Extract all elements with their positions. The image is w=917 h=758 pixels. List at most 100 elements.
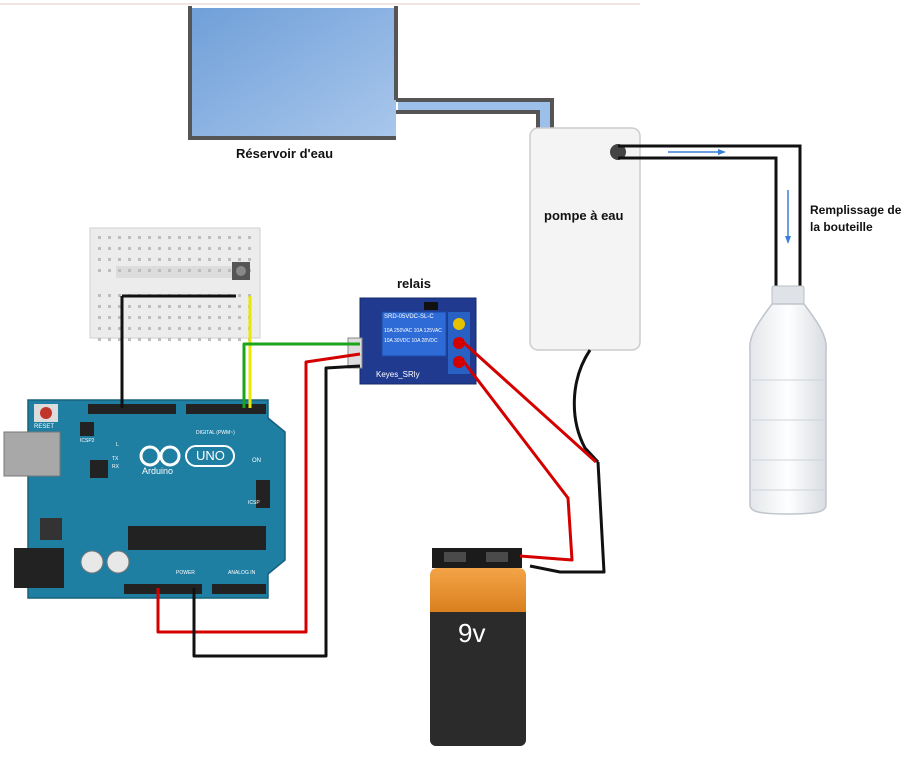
relay-coil — [381, 311, 447, 357]
relay-terminal-3 — [453, 356, 465, 368]
breadboard-hole — [118, 338, 121, 341]
breadboard-hole — [128, 236, 131, 239]
breadboard-hole — [168, 236, 171, 239]
relay-terminal-1 — [453, 318, 465, 330]
breadboard-hole — [98, 247, 101, 250]
breadboard-hole — [248, 236, 251, 239]
breadboard-hole — [118, 236, 121, 239]
relay-rating-2: 10A 30VDC 10A 28VDC — [384, 338, 438, 344]
breadboard-hole — [138, 269, 141, 272]
wire-red-relay-battery — [462, 361, 574, 562]
breadboard-hole — [108, 258, 111, 261]
l-label: L — [116, 442, 119, 448]
breadboard-hole — [208, 258, 211, 261]
breadboard-hole — [108, 247, 111, 250]
flow-arrows — [668, 149, 791, 244]
wire-green-relay — [242, 342, 360, 408]
breadboard-hole — [238, 294, 241, 297]
arduino-brand: Arduino — [142, 466, 174, 476]
breadboard-hole — [228, 258, 231, 261]
arduino-uno-board — [3, 399, 286, 599]
breadboard-hole — [188, 338, 191, 341]
wire-red-5v — [156, 352, 361, 634]
breadboard-hole — [108, 316, 111, 319]
filling-label-line-1: Remplissage de — [810, 203, 902, 217]
breadboard-hole — [118, 247, 121, 250]
breadboard-hole — [148, 258, 151, 261]
breadboard-hole — [168, 269, 171, 272]
breadboard-hole — [178, 305, 181, 308]
breadboard-hole — [228, 316, 231, 319]
breadboard-hole — [128, 338, 131, 341]
usb-port — [3, 431, 61, 477]
power-header — [124, 584, 202, 594]
breadboard-hole — [158, 258, 161, 261]
breadboard-hole — [138, 338, 141, 341]
on-label: ON — [252, 458, 261, 464]
breadboard-hole — [218, 338, 221, 341]
breadboard-hole — [178, 338, 181, 341]
breadboard-hole — [108, 294, 111, 297]
breadboard-hole — [208, 338, 211, 341]
breadboard-hole — [198, 258, 201, 261]
battery-voltage: 9v — [458, 618, 486, 648]
breadboard-hole — [238, 236, 241, 239]
breadboard-hole — [188, 258, 191, 261]
power-jack — [14, 548, 64, 588]
rx-label: RX — [112, 464, 119, 470]
breadboard-hole — [238, 316, 241, 319]
breadboard-hole — [218, 327, 221, 330]
breadboard-hole — [158, 327, 161, 330]
breadboard-hole — [108, 338, 111, 341]
breadboard-hole — [128, 305, 131, 308]
breadboard-hole — [168, 327, 171, 330]
analog-label: ANALOG IN — [228, 570, 256, 576]
breadboard-hole — [248, 294, 251, 297]
breadboard-hole — [138, 236, 141, 239]
breadboard-hole — [188, 236, 191, 239]
breadboard-hole — [228, 327, 231, 330]
arduino-model: UNO — [196, 448, 225, 463]
breadboard-hole — [138, 258, 141, 261]
breadboard-hole — [228, 305, 231, 308]
breadboard-hole — [218, 236, 221, 239]
breadboard-hole — [208, 247, 211, 250]
breadboard-hole — [128, 247, 131, 250]
reset-button — [40, 407, 52, 419]
icsp2-label: ICSP2 — [80, 438, 95, 444]
breadboard-hole — [148, 247, 151, 250]
breadboard-hole — [238, 338, 241, 341]
breadboard-hole — [178, 258, 181, 261]
breadboard-hole — [208, 236, 211, 239]
breadboard-hole — [208, 327, 211, 330]
breadboard-hole — [218, 247, 221, 250]
digital-label: DIGITAL (PWM~) — [196, 430, 235, 436]
breadboard-hole — [218, 316, 221, 319]
breadboard-hole — [118, 294, 121, 297]
filling-label-line-2: la bouteille — [810, 220, 873, 234]
breadboard-hole — [148, 305, 151, 308]
breadboard-hole — [198, 327, 201, 330]
breadboard-hole — [128, 269, 131, 272]
breadboard-hole — [138, 247, 141, 250]
breadboard-hole — [118, 327, 121, 330]
breadboard-hole — [168, 316, 171, 319]
breadboard-hole — [148, 338, 151, 341]
breadboard-hole — [238, 247, 241, 250]
water-bottle — [749, 285, 827, 515]
breadboard-hole — [198, 316, 201, 319]
breadboard-hole — [228, 338, 231, 341]
wire-red-relay-pump — [462, 341, 598, 464]
digital-header-2 — [186, 404, 266, 414]
water-reservoir — [188, 6, 554, 150]
breadboard-hole — [228, 236, 231, 239]
reset-label: RESET — [34, 424, 55, 430]
breadboard-hole — [178, 327, 181, 330]
breadboard-hole — [168, 338, 171, 341]
breadboard-hole — [158, 338, 161, 341]
wires — [120, 294, 606, 658]
breadboard-hole — [158, 316, 161, 319]
breadboard-hole — [188, 269, 191, 272]
breadboard-hole — [168, 247, 171, 250]
relay-module-name: Keyes_SRly — [376, 370, 420, 379]
